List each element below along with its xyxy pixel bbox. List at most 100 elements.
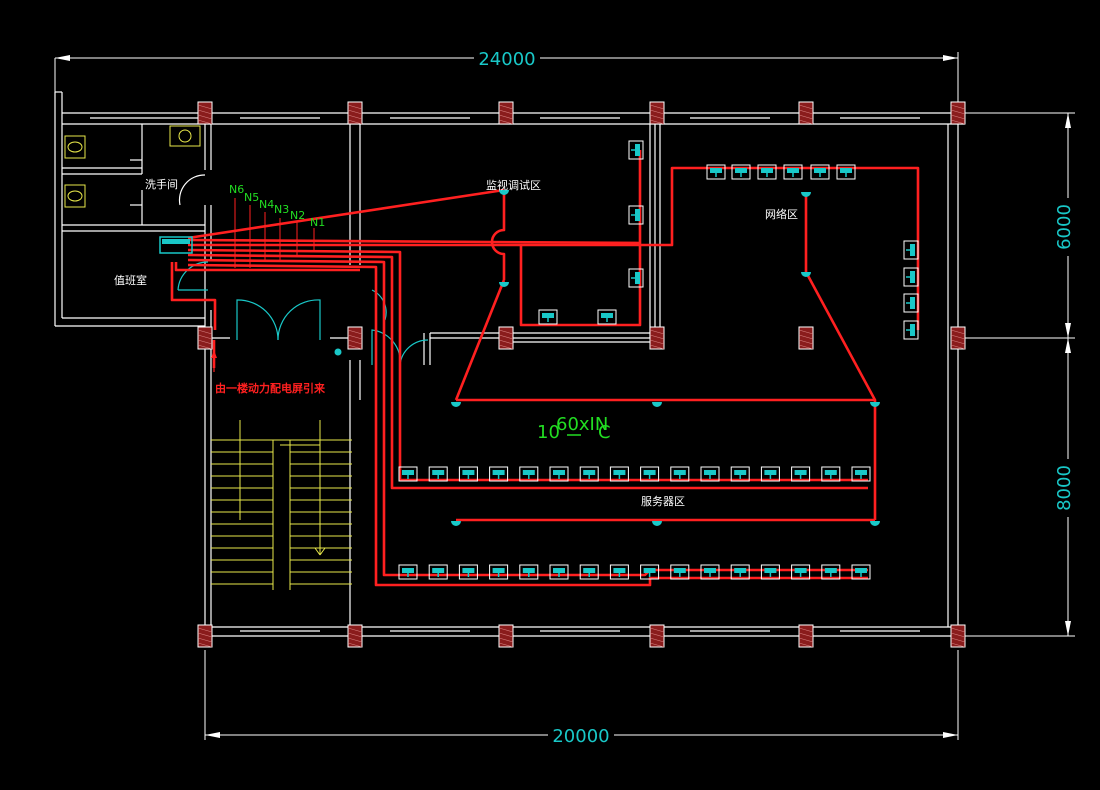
dimension-top: 24000 xyxy=(478,49,535,70)
dimension-arrows xyxy=(55,55,1071,738)
equipment-cabinet xyxy=(730,466,750,482)
equipment-cabinet xyxy=(821,466,841,482)
column xyxy=(649,101,665,125)
light-fixture xyxy=(870,521,880,526)
light-fixture xyxy=(451,521,461,526)
light-fixtures xyxy=(334,190,880,526)
equipment-cabinet xyxy=(851,466,871,482)
equipment-cabinet xyxy=(519,564,539,580)
structural-columns xyxy=(197,101,966,648)
equipment-cabinet xyxy=(609,466,629,482)
column xyxy=(798,624,814,648)
circuit-label-n4: N4 xyxy=(259,198,274,211)
equipment-cabinet xyxy=(628,140,644,160)
staircase xyxy=(211,420,352,590)
column xyxy=(347,101,363,125)
circuit-label-n2: N2 xyxy=(290,209,305,222)
equipment-cabinet xyxy=(706,164,726,180)
equipment-cabinet xyxy=(597,309,617,325)
equipment-cabinet xyxy=(783,164,803,180)
equipment-cabinet xyxy=(903,240,919,260)
column xyxy=(197,624,213,648)
dimension-right-lower: 8000 xyxy=(1054,465,1075,511)
dimension-bottom: 20000 xyxy=(552,726,609,747)
column xyxy=(950,326,966,350)
equipment-cabinet xyxy=(458,564,478,580)
equipment-cabinet xyxy=(628,205,644,225)
column xyxy=(798,326,814,350)
distribution-panel xyxy=(159,236,193,254)
column xyxy=(649,624,665,648)
formula-sub: C xyxy=(598,422,611,443)
equipment-cabinet xyxy=(489,466,509,482)
equipment-cabinet xyxy=(760,466,780,482)
switch-symbol xyxy=(334,348,342,356)
equipment-cabinet xyxy=(398,466,418,482)
column xyxy=(498,624,514,648)
light-fixture xyxy=(499,190,509,195)
washroom-door xyxy=(178,174,206,206)
dim-right-lower-bg xyxy=(1057,459,1079,517)
room-label-duty: 值班室 xyxy=(114,273,147,287)
power-source-note: 由一楼动力配电屏引来 xyxy=(215,381,326,395)
light-fixture xyxy=(499,282,509,287)
formula-main: 60xIN xyxy=(556,414,608,435)
column xyxy=(798,101,814,125)
equipment-cabinet xyxy=(836,164,856,180)
column xyxy=(347,624,363,648)
room-label-monitor: 监视调试区 xyxy=(486,178,541,192)
formula-prefix: 10 xyxy=(537,422,560,443)
circuit-label-n3: N3 xyxy=(274,203,289,216)
column xyxy=(498,326,514,350)
equipment-cabinet xyxy=(628,268,644,288)
equipment-cabinet xyxy=(810,164,830,180)
equipment-cabinet xyxy=(903,293,919,313)
equipment-cabinet xyxy=(670,466,690,482)
equipment-cabinet xyxy=(903,267,919,287)
dimension-right-upper: 6000 xyxy=(1054,204,1075,250)
equipment-cabinet xyxy=(730,564,750,580)
equipment-cabinet xyxy=(458,466,478,482)
power-wiring xyxy=(170,150,920,587)
equipment-cabinet xyxy=(757,164,777,180)
equipment-cabinet xyxy=(731,164,751,180)
circuit-label-n5: N5 xyxy=(244,191,259,204)
light-fixture xyxy=(652,402,662,407)
light-fixture xyxy=(652,521,662,526)
circuit-ticks xyxy=(234,198,315,268)
equipment-cabinet xyxy=(640,564,660,580)
equipment-cabinet xyxy=(549,466,569,482)
equipment-symbols xyxy=(398,140,919,580)
equipment-cabinet xyxy=(538,309,558,325)
column xyxy=(498,101,514,125)
dim-bottom-bg xyxy=(548,724,614,746)
equipment-cabinet xyxy=(489,564,509,580)
column xyxy=(649,326,665,350)
room-label-network: 网络区 xyxy=(765,207,798,221)
equipment-cabinet xyxy=(791,564,811,580)
equipment-cabinet xyxy=(821,564,841,580)
power-source-arrow xyxy=(211,350,217,372)
circuit-label-n6: N6 xyxy=(229,183,244,196)
distribution-panel-fill xyxy=(162,239,190,244)
circuit-label-n1: N1 xyxy=(310,216,325,229)
column xyxy=(950,624,966,648)
equipment-cabinet xyxy=(579,466,599,482)
equipment-cabinet xyxy=(398,564,418,580)
equipment-cabinet xyxy=(903,320,919,340)
equipment-cabinet xyxy=(579,564,599,580)
equipment-cabinet xyxy=(609,564,629,580)
light-fixture xyxy=(801,192,811,197)
equipment-cabinet xyxy=(428,564,448,580)
equipment-cabinet xyxy=(700,466,720,482)
equipment-cabinet xyxy=(760,564,780,580)
load-formula: 10 60xIN C xyxy=(537,414,611,443)
equipment-cabinet xyxy=(549,564,569,580)
light-fixture xyxy=(451,402,461,407)
column xyxy=(197,326,213,350)
equipment-cabinet xyxy=(428,466,448,482)
dim-top-bg xyxy=(474,47,540,69)
equipment-cabinet xyxy=(519,466,539,482)
toilet-fixtures xyxy=(64,125,201,208)
column xyxy=(347,326,363,350)
